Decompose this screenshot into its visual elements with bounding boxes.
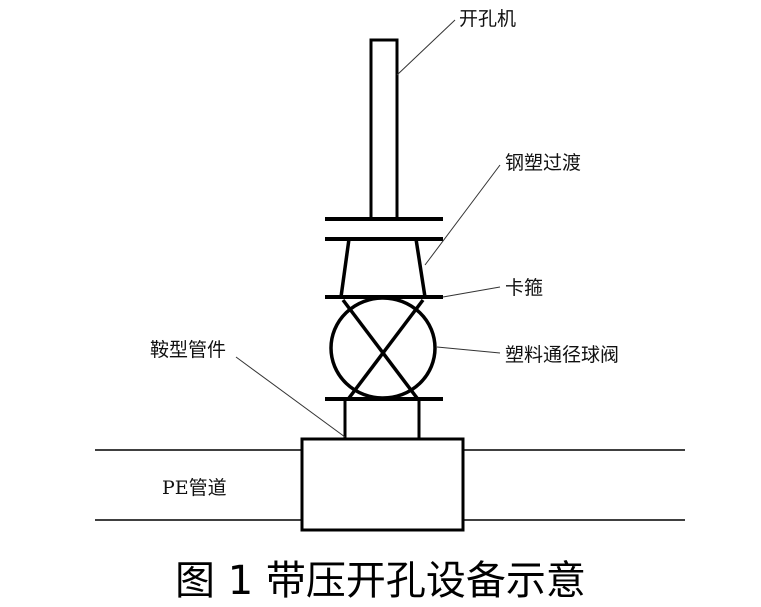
saddle-fitting-box — [300, 437, 465, 532]
label-saddle: 鞍型管件 — [150, 339, 227, 361]
label-pipe: PE管道 — [162, 477, 227, 499]
valve-cross-2 — [347, 298, 425, 400]
valve-neck — [343, 397, 421, 441]
transition-right — [414, 238, 427, 298]
leader-valve — [436, 346, 501, 354]
label-clamp: 卡箍 — [505, 277, 544, 299]
valve-cross-1 — [341, 298, 419, 400]
leader-saddle — [235, 356, 346, 438]
leader-clamp — [442, 286, 501, 298]
label-drill: 开孔机 — [459, 8, 517, 30]
drill-rod — [369, 38, 399, 221]
label-valve: 塑料通径球阀 — [505, 344, 620, 366]
leader-transition — [424, 164, 501, 266]
label-transition: 钢塑过渡 — [505, 152, 582, 174]
transition-left — [339, 238, 351, 298]
leader-drill — [396, 19, 456, 76]
figure-caption: 图 1 带压开孔设备示意 — [175, 558, 586, 604]
ball-valve-circle — [329, 296, 437, 400]
